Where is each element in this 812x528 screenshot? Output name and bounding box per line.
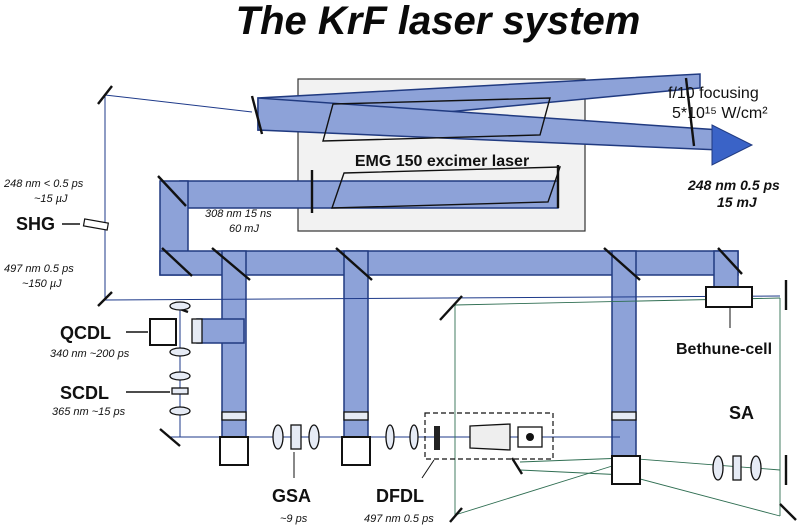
- bethune-cell: [705, 286, 753, 308]
- pump-beam-branch-2: [343, 250, 369, 452]
- scdl-spec-label: 365 nm ~15 ps: [52, 406, 126, 418]
- dfdl-grating: [434, 426, 440, 450]
- lens-scdl-1: [169, 371, 191, 381]
- pump-mirror-5: [603, 247, 641, 281]
- amplifier-tube-lower: [331, 166, 561, 209]
- sa-cell: [732, 455, 742, 481]
- sa-bottom-mirror: [779, 503, 797, 521]
- shg-crystal: [82, 218, 110, 231]
- dfdl-label: DFDL: [376, 486, 424, 506]
- sa-label: SA: [729, 403, 754, 423]
- pump-mirror-6: [717, 247, 743, 275]
- pump-mirror-1: [157, 175, 187, 207]
- sa-lens-1: [712, 455, 724, 481]
- pump-mirror-2: [161, 247, 193, 277]
- gsa-lens-2: [308, 424, 320, 450]
- pump-mirror-4: [335, 247, 373, 281]
- green-mirror-2: [449, 507, 463, 523]
- branch-1-window: [221, 411, 247, 421]
- seed-497-energy-label: ~150 µJ: [22, 278, 62, 290]
- bethune-label: Bethune-cell: [676, 341, 772, 358]
- excimer-label: EMG 150 excimer laser: [355, 153, 529, 170]
- seed-497-label: 497 nm 0.5 ps: [4, 263, 74, 275]
- dfdl-spec-label: 497 nm 0.5 ps: [364, 513, 434, 525]
- pump-beam-branch-3: [611, 250, 637, 462]
- lens-qcdl-1: [169, 301, 191, 311]
- scdl-label: SCDL: [60, 383, 109, 403]
- shg-label: SHG: [16, 214, 55, 234]
- green-mirror-1: [439, 295, 463, 321]
- gsa-cell: [290, 424, 302, 450]
- pump-308-energy-label: 60 mJ: [229, 223, 259, 235]
- branch-3-window: [611, 411, 637, 421]
- gsa-label: GSA: [272, 486, 311, 506]
- seed-mirror-bottom: [97, 291, 113, 307]
- dfdl-leader: [421, 459, 435, 479]
- lens-scdl-2: [169, 406, 191, 416]
- pump-beam-main: [159, 250, 739, 276]
- pump-beam-branch-1: [221, 250, 247, 452]
- dye-cell-1: [219, 436, 249, 466]
- qcdl-spec-label: 340 nm ~200 ps: [50, 348, 130, 360]
- qcdl-cell: [149, 318, 177, 346]
- dfdl-objective: [469, 423, 511, 451]
- focusing-mirror: [250, 95, 264, 135]
- return-mirror: [684, 77, 696, 147]
- dye-cell-2: [341, 436, 371, 466]
- seed-mirror-top: [97, 85, 113, 105]
- lens-qcdl-2: [169, 347, 191, 357]
- output-spec-label: 248 nm 0.5 ps: [687, 177, 780, 193]
- scdl-cell: [171, 387, 189, 395]
- focusing-label: f/10 focusing: [668, 85, 759, 102]
- dye-chain-mirror: [159, 428, 181, 447]
- diagram-title: The KrF laser system: [236, 0, 641, 43]
- green-path-5: [454, 461, 626, 516]
- output-arrow-head: [711, 124, 754, 166]
- amplifier-tube-upper: [322, 97, 551, 142]
- seed-248-label: 248 nm < 0.5 ps: [3, 178, 84, 190]
- dfdl-lens-1: [385, 424, 395, 450]
- sa-lens-2: [750, 455, 762, 481]
- seed-path-bethune: [104, 295, 781, 301]
- gsa-lens-1: [272, 424, 284, 450]
- qcdl-window: [191, 318, 203, 344]
- green-mirror-3: [510, 457, 524, 475]
- gsa-spec-label: ~9 ps: [280, 513, 308, 525]
- qcdl-label: QCDL: [60, 323, 111, 343]
- pump-308-label: 308 nm 15 ns: [205, 208, 272, 220]
- dfdl-lens-2: [409, 424, 419, 450]
- dfdl-camera-aperture: [526, 433, 534, 441]
- pump-mirror-3: [211, 247, 251, 281]
- seed-248-energy-label: ~15 µJ: [34, 193, 68, 205]
- intensity-label: 5*10¹⁵ W/cm²: [672, 105, 768, 122]
- output-energy-label: 15 mJ: [717, 194, 758, 210]
- branch-2-window: [343, 411, 369, 421]
- seed-path-to-amp: [104, 94, 253, 113]
- dye-cell-3: [611, 455, 641, 485]
- pump-beam-qcdl: [196, 318, 245, 344]
- dfdl-enclosure: [424, 412, 554, 460]
